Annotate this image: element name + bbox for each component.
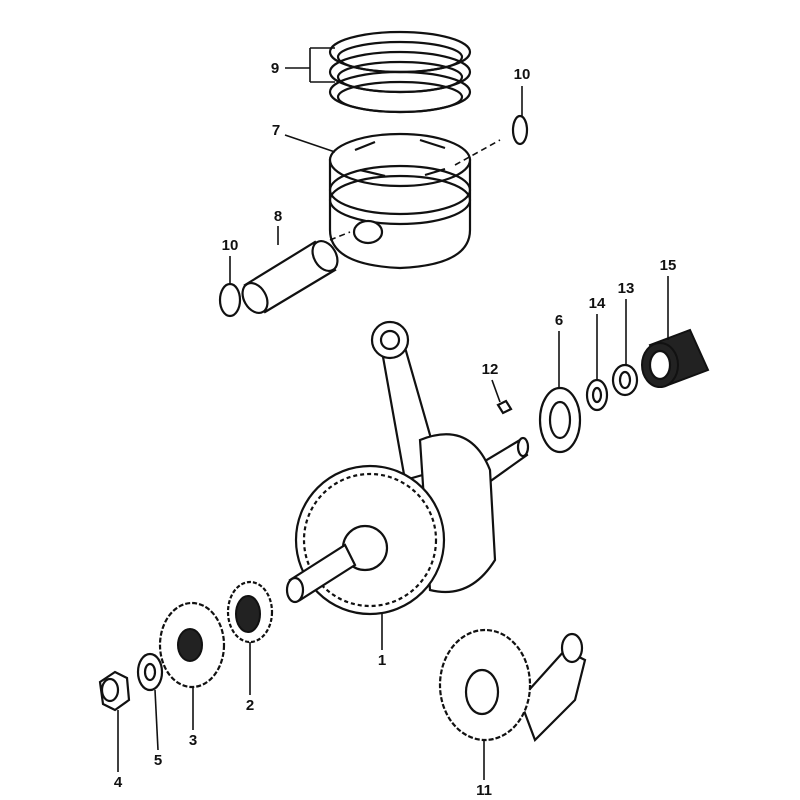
gear-2 bbox=[226, 580, 274, 644]
piston-rings bbox=[328, 30, 472, 114]
callout-2: 2 bbox=[246, 697, 254, 714]
callout-1: 1 bbox=[378, 652, 386, 669]
crankshaft bbox=[285, 433, 530, 616]
circlip-left bbox=[218, 282, 242, 318]
callout-5: 5 bbox=[154, 752, 162, 769]
callout-14: 14 bbox=[589, 295, 606, 312]
washer-13 bbox=[611, 363, 639, 397]
washer-5 bbox=[136, 652, 164, 692]
callout-6: 6 bbox=[555, 312, 563, 329]
washer-6 bbox=[538, 386, 582, 454]
callout-13: 13 bbox=[618, 280, 635, 297]
piston bbox=[328, 132, 501, 270]
callout-12: 12 bbox=[482, 361, 499, 378]
callout-10-right: 10 bbox=[514, 66, 531, 83]
callout-10-left: 10 bbox=[222, 237, 239, 254]
bearing-15 bbox=[641, 328, 710, 388]
callout-9: 9 bbox=[271, 60, 279, 77]
nut-4 bbox=[98, 670, 131, 712]
callout-8: 8 bbox=[274, 208, 282, 225]
leader-lines bbox=[117, 47, 669, 780]
piston-pin bbox=[241, 239, 339, 315]
callout-4: 4 bbox=[114, 774, 123, 791]
callout-3: 3 bbox=[189, 732, 197, 749]
callout-7: 7 bbox=[272, 122, 280, 139]
callout-15: 15 bbox=[660, 257, 677, 274]
gear-3 bbox=[158, 601, 226, 689]
callout-11: 11 bbox=[476, 782, 492, 799]
washer-14 bbox=[585, 378, 609, 412]
woodruff-key bbox=[496, 399, 513, 415]
balancer-shaft bbox=[438, 628, 587, 742]
circlip-right bbox=[511, 114, 529, 146]
